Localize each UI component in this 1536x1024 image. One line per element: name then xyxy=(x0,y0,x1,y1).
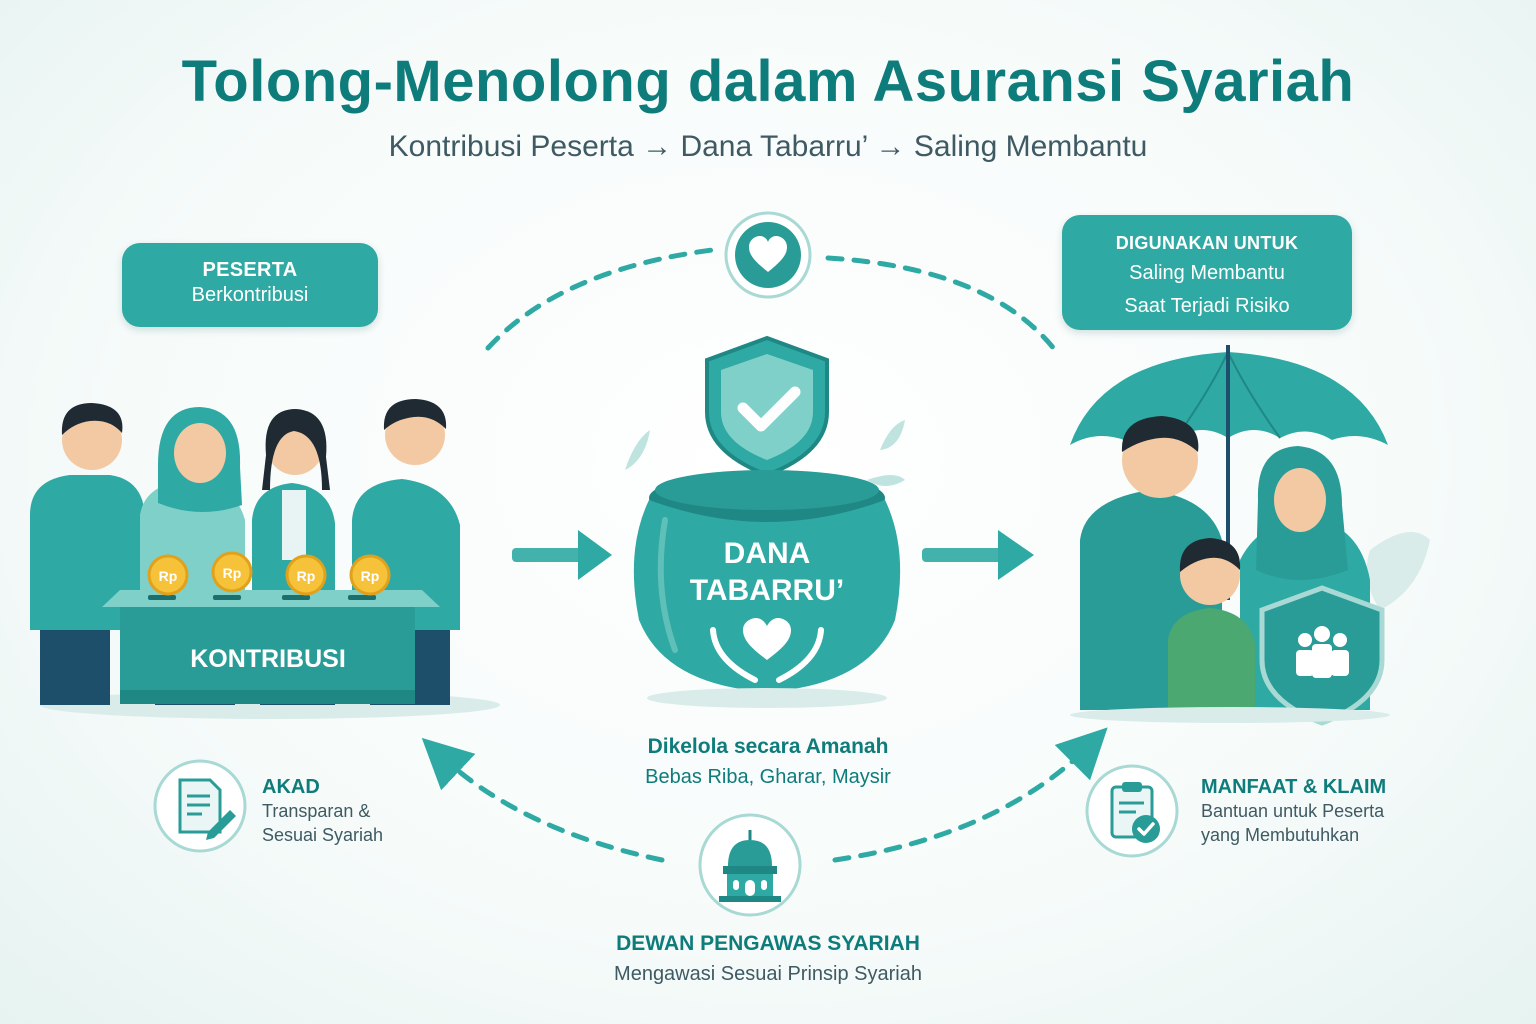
person-child xyxy=(1168,538,1255,710)
manfaat-title: MANFAAT & KLAIM xyxy=(1201,776,1387,798)
akad-title: AKAD xyxy=(262,776,320,798)
dashed-arc-bottom-right xyxy=(832,727,1108,863)
manfaat-line2: yang Membutuhkan xyxy=(1201,825,1360,845)
page-title: Tolong-Menolong dalam Asuransi Syariah xyxy=(181,49,1355,114)
coin-1 xyxy=(147,554,189,596)
kontribusi-label: KONTRIBUSI xyxy=(190,645,346,673)
family-umbrella-illustration xyxy=(1070,345,1430,726)
family-shield-icon xyxy=(1259,585,1385,726)
manfaat-block: MANFAAT & KLAIM Bantuan untuk Peserta ya… xyxy=(1201,776,1461,847)
flow-arrow-left xyxy=(512,530,612,580)
mosque-icon xyxy=(698,813,802,917)
akad-line2: Sesuai Syariah xyxy=(262,825,384,845)
managed-desc: Bebas Riba, Gharar, Maysir xyxy=(645,766,891,788)
manfaat-line1: Bantuan untuk Peserta xyxy=(1201,801,1385,821)
akad-block: AKAD Transparan & Sesuai Syariah xyxy=(262,776,462,847)
clipboard-check-icon xyxy=(1085,764,1179,858)
peserta-text: Berkontribusi xyxy=(191,284,309,306)
digunakan-line1: Saling Membantu xyxy=(1129,262,1285,284)
coin-label-3: Rp xyxy=(297,568,316,584)
dewan-title: DEWAN PENGAWAS SYARIAH xyxy=(616,932,920,955)
peserta-card: PESERTA Berkontribusi xyxy=(122,243,378,327)
hands-heart-icon xyxy=(710,618,824,683)
digunakan-heading: DIGUNAKAN UNTUK xyxy=(1115,233,1299,253)
heart-icon xyxy=(724,211,812,299)
peserta-heading: PESERTA xyxy=(202,259,298,281)
digunakan-line2: Saat Terjadi Risiko xyxy=(1124,295,1290,317)
person-man-1 xyxy=(30,403,145,705)
shield-check-icon xyxy=(705,335,829,478)
document-pen-icon xyxy=(153,759,247,853)
dashed-arc-top-right xyxy=(825,255,1058,353)
dana-label-line2: TABARRU’ xyxy=(690,574,844,607)
dana-label-line1: DANA xyxy=(724,537,811,570)
dashed-arc-top-left xyxy=(485,247,715,351)
coin-label-1: Rp xyxy=(159,568,178,584)
coin-4 xyxy=(349,554,391,596)
participants-illustration: Rp Rp Rp Rp KONTRIBUSI xyxy=(30,399,500,719)
coin-2 xyxy=(211,551,253,593)
page-subtitle: Kontribusi Peserta → Dana Tabarru’ → Sal… xyxy=(388,130,1148,163)
dashed-arc-bottom-left xyxy=(421,737,665,863)
dana-tabarru-pot: DANA TABARRU’ xyxy=(625,335,905,708)
flow-arrow-right xyxy=(922,530,1034,580)
dewan-desc: Mengawasi Sesuai Prinsip Syariah xyxy=(614,963,922,985)
coin-label-2: Rp xyxy=(223,565,242,581)
kontribusi-box xyxy=(102,590,440,704)
coin-label-4: Rp xyxy=(361,568,380,584)
coin-3 xyxy=(285,554,327,596)
managed-title: Dikelola secara Amanah xyxy=(647,735,889,758)
digunakan-card: DIGUNAKAN UNTUK Saling Membantu Saat Ter… xyxy=(1062,215,1352,330)
akad-line1: Transparan & xyxy=(262,801,371,821)
